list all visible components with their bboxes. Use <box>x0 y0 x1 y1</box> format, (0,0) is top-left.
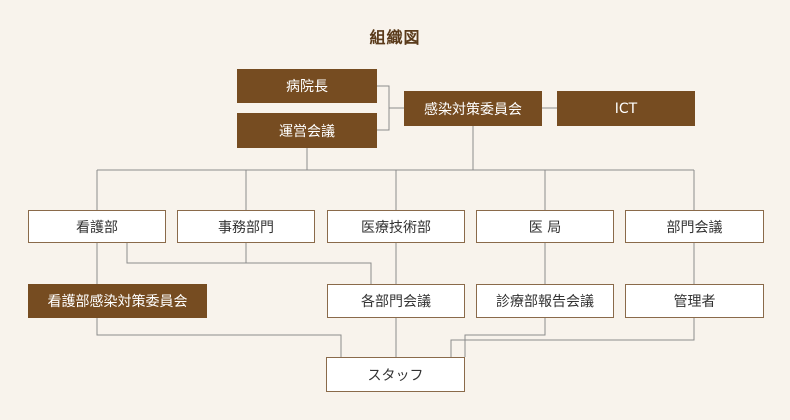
chart-title: 組織図 <box>369 28 421 47</box>
node-dept-meeting: 部門会議 <box>625 210 764 243</box>
node-infection-committee: 感染対策委員会 <box>404 91 542 126</box>
node-ict: ICT <box>557 91 695 126</box>
node-nursing-infection-committee: 看護部感染対策委員会 <box>28 284 207 318</box>
node-each-dept-meeting: 各部門会議 <box>327 284 465 318</box>
node-management-meeting: 運営会議 <box>237 113 377 148</box>
node-medical-tech: 医療技術部 <box>327 210 465 243</box>
node-nursing: 看護部 <box>28 210 166 243</box>
node-manager: 管理者 <box>625 284 764 318</box>
node-clinical-report-meeting: 診療部報告会議 <box>476 284 614 318</box>
node-medical-office: 医 局 <box>476 210 614 243</box>
node-administration: 事務部門 <box>177 210 315 243</box>
node-staff: スタッフ <box>326 357 465 392</box>
node-director: 病院長 <box>237 69 377 103</box>
connector-director-bracket <box>377 85 390 131</box>
